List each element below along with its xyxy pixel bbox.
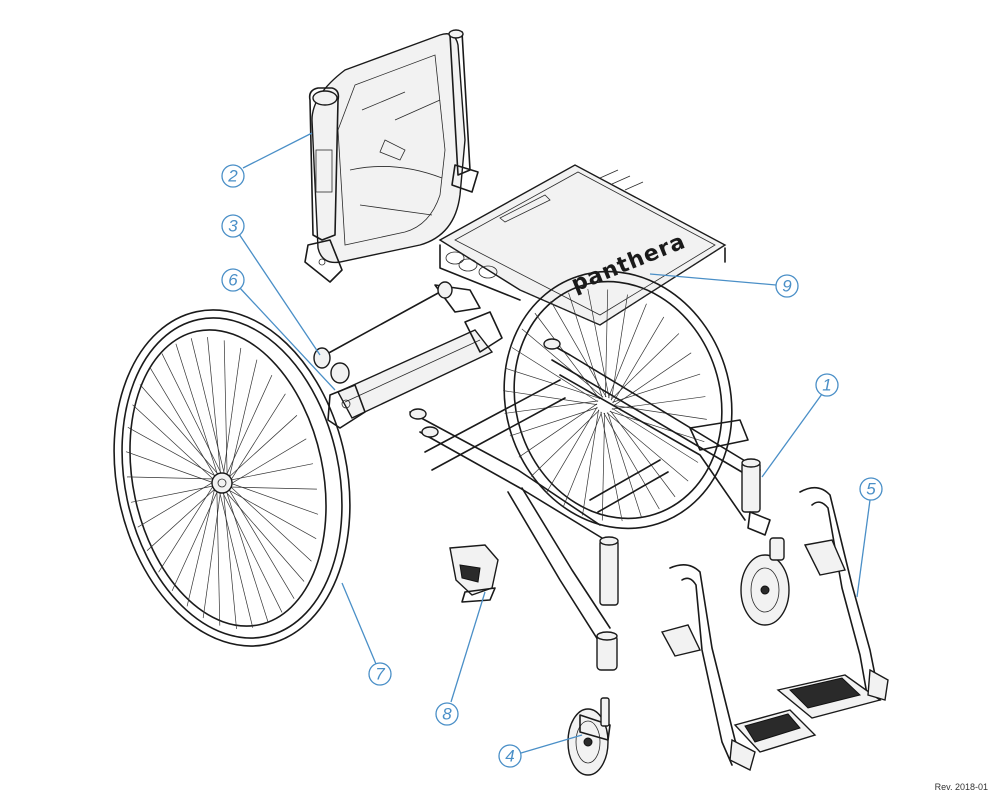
- wheel-spoke: [563, 412, 602, 507]
- wheel-spoke: [137, 481, 215, 528]
- revision-label: Rev. 2018-01: [934, 782, 988, 792]
- wheel-spoke: [158, 484, 215, 573]
- wheel-spoke: [146, 487, 217, 551]
- wheel-spoke: [223, 347, 242, 476]
- wheel-spoke: [611, 396, 706, 410]
- wheel-spoke: [530, 410, 600, 477]
- callout-6-number: 6: [228, 271, 238, 290]
- callout-8-circle: [435, 702, 459, 726]
- wheel-spoke: [610, 410, 676, 498]
- callout-4-circle: [498, 744, 522, 768]
- wheel-spoke: [229, 393, 286, 482]
- wheel-spoke: [509, 407, 598, 437]
- wheel-spoke: [223, 490, 237, 629]
- wheel-spoke: [139, 384, 220, 476]
- wheel-spoke: [149, 367, 217, 479]
- callout-3-leader: [238, 233, 321, 356]
- wheel-spoke: [202, 490, 221, 619]
- callout-2-leader: [242, 132, 313, 169]
- callout-7-circle: [368, 662, 392, 686]
- wheel-spoke: [503, 390, 598, 406]
- wheel-spoke: [207, 337, 221, 476]
- wheel-spoke: [229, 485, 312, 562]
- wheel-spoke: [161, 353, 223, 476]
- callout-5-leader: [856, 499, 871, 598]
- wheel-spoke: [610, 333, 680, 400]
- wheel-spoke: [229, 482, 319, 515]
- wheel-spoke: [604, 289, 609, 398]
- callout-6-circle: [221, 268, 245, 292]
- callout-3-circle: [221, 214, 245, 238]
- rear-wheel-right: [503, 270, 733, 530]
- wheel-spoke: [607, 412, 642, 518]
- axle-tube: [327, 311, 503, 429]
- callout-1-leader: [761, 393, 823, 478]
- wheel-spoke: [224, 490, 305, 582]
- rear-wheel-left: [113, 309, 351, 647]
- wheel-spoke: [171, 489, 219, 592]
- wheel-spoke: [125, 451, 215, 484]
- wheel-spoke: [175, 343, 219, 477]
- callout-3-number: 3: [228, 217, 238, 236]
- wheel-spoke: [612, 408, 699, 463]
- callout-6-leader: [238, 286, 336, 391]
- callout-9-number: 9: [782, 277, 792, 296]
- wheel-spoke: [601, 412, 606, 521]
- callout-8-leader: [450, 591, 486, 703]
- wheel-spoke: [225, 489, 269, 623]
- wheel-spoke: [227, 487, 295, 599]
- wheel-spoke: [221, 490, 283, 613]
- wheel-spoke: [228, 486, 317, 490]
- callouts: 1 2 3 4 5 6 7 8 9: [221, 132, 883, 768]
- wheel-spoke: [130, 485, 215, 503]
- wheel-spoke: [229, 463, 314, 481]
- frame: [409, 338, 771, 671]
- wheel-spoke: [545, 406, 598, 494]
- wheel-spoke: [511, 347, 598, 402]
- callout-9-circle: [775, 274, 799, 298]
- wheel-spoke: [504, 400, 599, 414]
- wheel-spoke: [534, 312, 600, 400]
- footrest-left: [660, 564, 817, 772]
- callout-2-number: 2: [227, 167, 238, 186]
- wheel-spoke: [612, 352, 692, 407]
- callout-4-leader: [520, 734, 583, 754]
- wheel-spoke: [518, 403, 598, 458]
- callout-8-number: 8: [442, 705, 452, 724]
- wheel-spoke: [216, 489, 221, 626]
- callout-7-leader: [341, 582, 377, 665]
- wheel-spoke: [132, 404, 215, 481]
- wheel-spoke: [229, 438, 307, 485]
- wheel-lock: [449, 544, 499, 603]
- callout-9-leader: [649, 273, 777, 286]
- callout-4-number: 4: [505, 747, 514, 766]
- wheel-spoke: [223, 340, 228, 477]
- wheel-spoke: [218, 490, 254, 628]
- callout-1-circle: [815, 373, 839, 397]
- wheel-spoke: [227, 415, 298, 479]
- backrest: [304, 29, 479, 283]
- wheel-spoke: [226, 488, 317, 539]
- callout-5-circle: [859, 477, 883, 501]
- callout-7-number: 7: [375, 665, 385, 684]
- wheel-spoke: [612, 373, 701, 403]
- wheel-spoke: [612, 316, 665, 404]
- wheel-spoke: [612, 404, 707, 420]
- callout-1-number: 1: [822, 376, 831, 395]
- callout-2-circle: [221, 164, 245, 188]
- wheel-spoke: [225, 374, 273, 477]
- wheel-spoke: [568, 292, 603, 398]
- caster-wheel: [567, 697, 611, 776]
- footrest-right: [776, 486, 889, 719]
- wheel-spoke: [127, 427, 218, 478]
- seat: panthera: [438, 164, 727, 326]
- wheel-spoke: [127, 476, 216, 480]
- callout-5-number: 5: [866, 480, 876, 499]
- wheel-spoke: [190, 338, 226, 476]
- caster-mounted: [740, 537, 790, 626]
